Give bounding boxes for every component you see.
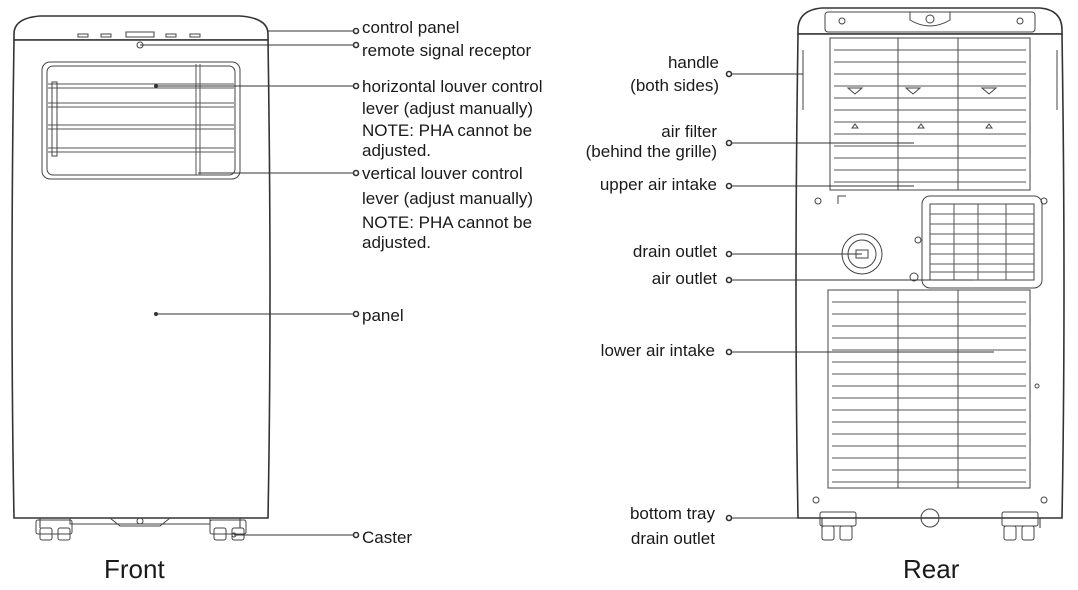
svg-text:lever (adjust manually): lever (adjust manually) (362, 99, 533, 118)
label-horizontal-louver: horizontal louver control lever (adjust … (362, 77, 542, 160)
svg-text:(behind the grille): (behind the grille) (586, 142, 717, 161)
horizontal-louvers (48, 81, 234, 157)
svg-text:air filter: air filter (661, 122, 717, 141)
label-caster: Caster (362, 528, 412, 547)
svg-text:NOTE: PHA cannot be: NOTE: PHA cannot be (362, 121, 532, 140)
lower-grille (827, 289, 1031, 489)
svg-text:handle: handle (668, 53, 719, 72)
label-drain-outlet: drain outlet (633, 242, 717, 261)
rear-leader-lines (725, 70, 994, 522)
label-remote-signal-receptor: remote signal receptor (362, 41, 531, 60)
svg-text:NOTE: PHA cannot be: NOTE: PHA cannot be (362, 213, 532, 232)
caption-rear: Rear (903, 554, 960, 584)
svg-text:adjusted.: adjusted. (362, 141, 431, 160)
front-caster-left (35, 519, 73, 541)
label-air-outlet: air outlet (652, 269, 717, 288)
caption-front: Front (104, 554, 165, 584)
svg-text:drain outlet: drain outlet (631, 529, 715, 548)
rear-unit (795, 7, 1065, 541)
svg-text:lever (adjust manually): lever (adjust manually) (362, 189, 533, 208)
svg-text:adjusted.: adjusted. (362, 233, 431, 252)
rear-caster-right (1001, 511, 1039, 541)
front-unit (11, 15, 271, 541)
label-handle: handle (both sides) (630, 53, 719, 95)
label-control-panel: control panel (362, 18, 459, 37)
label-vertical-louver: vertical louver control lever (adjust ma… (362, 164, 533, 252)
svg-text:horizontal louver control: horizontal louver control (362, 77, 542, 96)
label-panel: panel (362, 306, 404, 325)
svg-text:bottom tray: bottom tray (630, 504, 716, 523)
label-upper-air-intake: upper air intake (600, 175, 717, 194)
upper-grille (829, 37, 1031, 191)
air-outlet-grille (909, 195, 1043, 289)
label-air-filter: air filter (behind the grille) (586, 122, 718, 161)
control-panel-buttons (77, 31, 201, 38)
label-lower-air-intake: lower air intake (601, 341, 715, 360)
front-leader-lines (140, 27, 360, 539)
rear-caster-left (819, 511, 857, 541)
svg-text:vertical louver control: vertical louver control (362, 164, 523, 183)
label-bottom-tray-drain-outlet: bottom tray drain outlet (630, 504, 716, 548)
front-caster-right (209, 519, 247, 541)
svg-text:(both sides): (both sides) (630, 76, 719, 95)
